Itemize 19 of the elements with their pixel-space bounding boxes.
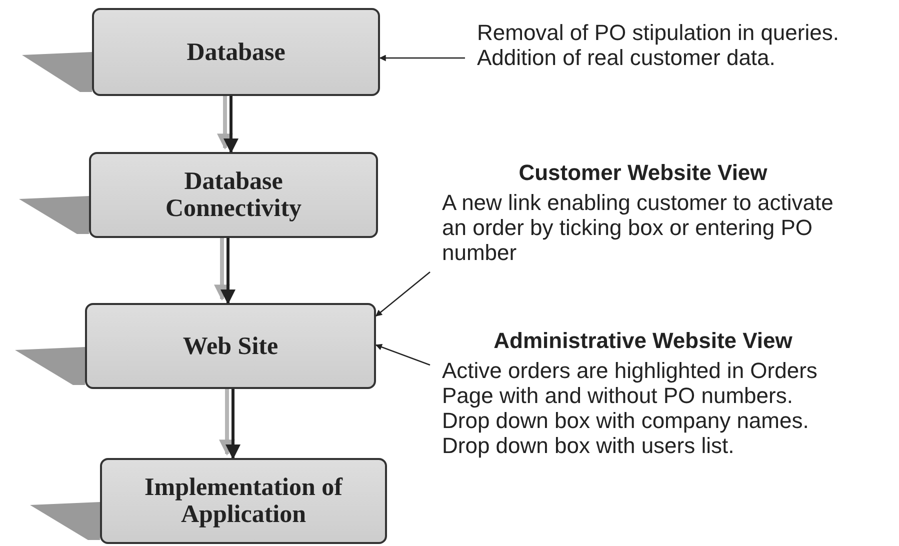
note-text: A new link enabling customer to activate an order by ticking box or entering PO number <box>442 190 834 265</box>
note-text: Removal of PO stipulation in queries. Addition of real customer data. <box>477 20 840 70</box>
arrow <box>379 54 465 62</box>
box-label: Database Connectivity <box>164 168 303 222</box>
box-label: Web Site <box>182 332 278 360</box>
arrow <box>214 238 236 304</box>
note-text: Active orders are highlighted in Orders Page with and without PO numbers. Drop down box with company names. Drop down box with users list. <box>442 358 818 458</box>
box-label: Database <box>186 38 286 66</box>
arrow <box>376 272 430 316</box>
process-box <box>89 152 378 238</box>
box-label: Implementation of Application <box>144 474 344 528</box>
process-box <box>92 8 380 96</box>
arrow <box>217 96 238 154</box>
process-box <box>100 458 387 544</box>
note-heading: Administrative Website View <box>492 328 794 353</box>
note-heading: Customer Website View <box>518 160 768 185</box>
arrow <box>219 389 240 460</box>
arrow <box>375 344 430 366</box>
process-box <box>85 303 376 389</box>
